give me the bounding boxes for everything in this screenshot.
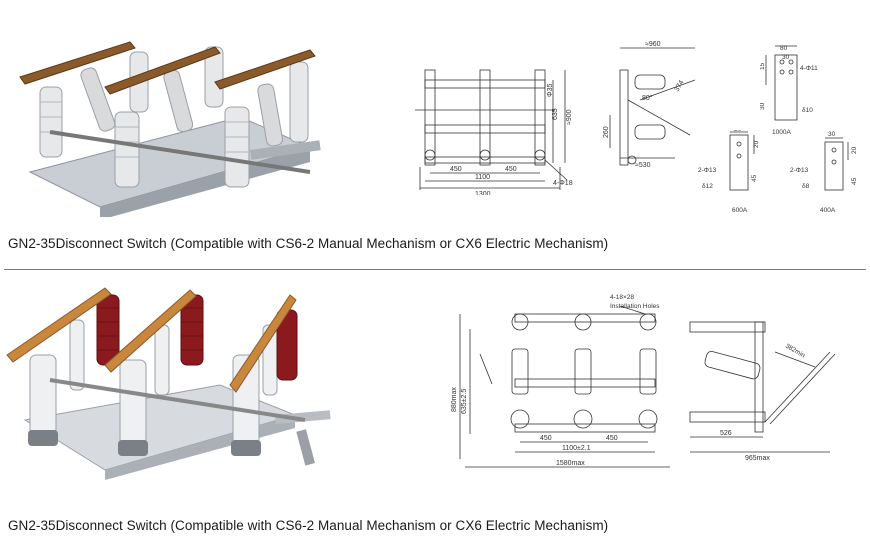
- dim-label: 45: [751, 174, 758, 182]
- dim-label: Φ35: [547, 84, 554, 97]
- dim-label: ≈900: [566, 109, 573, 125]
- product-caption: GN2-35Disconnect Switch (Compatible with…: [8, 518, 609, 533]
- dim-label: 4-Φ18: [553, 180, 573, 187]
- dim-label: 30: [734, 130, 742, 133]
- dim-label: 1580max: [556, 460, 585, 467]
- dim-label: 2-Φ13: [698, 167, 717, 174]
- dim-label: ≈960: [645, 41, 661, 48]
- dim-label: 450: [450, 166, 462, 173]
- dim-label: δ8: [802, 183, 810, 190]
- dim-label: 526: [720, 430, 732, 437]
- dim-label: 880max: [451, 387, 458, 412]
- dimension-drawing-side-view: 382min 526 965max: [689, 321, 836, 462]
- dim-label: 1300: [475, 191, 491, 195]
- dim-label: 1100: [475, 174, 490, 181]
- product-photo-disconnect-switch: [19, 41, 321, 217]
- dim-label: 374: [674, 79, 686, 93]
- dimension-drawing-side-view: ≈960 80° 374 260 ≈530: [603, 41, 696, 169]
- dim-label: 260: [603, 126, 610, 138]
- terminal-rating-label: 400A: [820, 207, 836, 214]
- terminal-detail-600a: 30 20 2-Φ13 45 δ12 600A: [698, 130, 760, 214]
- dim-label: 965max: [745, 455, 770, 462]
- dim-label: 635±2.5: [461, 389, 468, 414]
- terminal-detail-1000a: 80 30 15 4-Φ11 30 δ10 1000A: [760, 45, 818, 136]
- dim-label: 4-18×28: [610, 294, 634, 301]
- dim-label: 20: [851, 146, 858, 154]
- product-photo-disconnect-switch: [6, 287, 331, 480]
- dim-label: 15: [760, 62, 766, 70]
- dim-label: 30: [828, 131, 836, 138]
- dim-label: δ12: [702, 183, 713, 190]
- dim-label: 450: [540, 435, 552, 442]
- dim-label: 30: [760, 102, 766, 110]
- dim-label: 4-Φ11: [800, 65, 818, 72]
- dim-label: 45: [851, 177, 858, 185]
- dim-label: 80°: [642, 94, 653, 102]
- product-caption: GN2-35Disconnect Switch (Compatible with…: [8, 236, 609, 251]
- dim-label: 450: [606, 435, 618, 442]
- dimension-drawing-front-view: 4-18×28 Installation Holes 880max 635±2.…: [451, 294, 670, 468]
- terminal-rating-label: 1000A: [772, 129, 791, 136]
- terminal-rating-label: 600A: [732, 207, 748, 214]
- dim-label: 635: [552, 108, 559, 120]
- dim-label: 30: [782, 54, 790, 61]
- product-section-1: 450 450 1100 1300 635 ≈900 Φ35 4-Φ18 ≈96…: [0, 0, 870, 262]
- dim-label: δ10: [802, 107, 813, 114]
- dim-label: 20: [753, 140, 760, 148]
- dim-label: 80: [780, 45, 788, 52]
- dim-label: 1100±2.1: [562, 445, 591, 452]
- dim-label: 2-Φ13: [790, 167, 809, 174]
- dim-label: Installation Holes: [610, 303, 660, 310]
- dimension-drawing-front-view: 450 450 1100 1300 635 ≈900 Φ35 4-Φ18: [415, 69, 573, 195]
- terminal-detail-400a: 30 20 2-Φ13 45 δ8 400A: [790, 131, 858, 214]
- product-section-2: 4-18×28 Installation Holes 880max 635±2.…: [0, 272, 870, 547]
- dim-label: ≈530: [635, 162, 651, 169]
- dim-label: 450: [505, 166, 517, 173]
- section-divider: [4, 269, 866, 270]
